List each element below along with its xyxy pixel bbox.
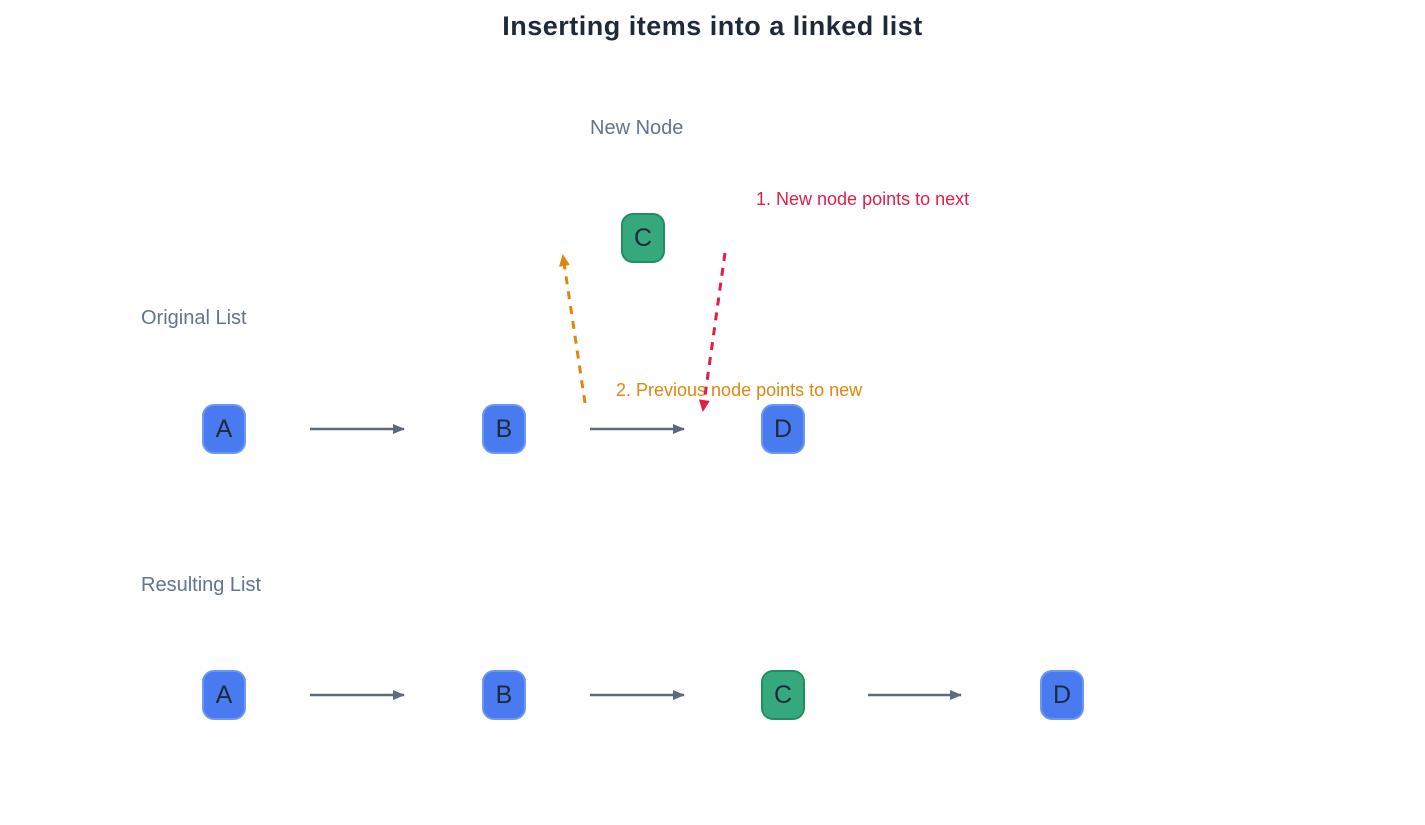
original-node-b: B [482, 404, 526, 454]
annotation-step2: 2. Previous node points to new [616, 380, 863, 400]
original-node-d: D [761, 404, 805, 454]
original-list-label: Original List [141, 307, 247, 329]
dashed-arrow-new-to-next [698, 252, 727, 412]
new-node-c: C [621, 213, 665, 263]
original-node-a: A [202, 404, 246, 454]
resulting-list-label: Resulting List [141, 574, 262, 596]
resulting-node-d: D [1040, 670, 1084, 720]
page-title: Inserting items into a linked list [502, 11, 923, 41]
resulting-node-a: A [202, 670, 246, 720]
resulting-node-c: C [761, 670, 805, 720]
resulting-node-b: B [482, 670, 526, 720]
new-node-label: New Node [590, 117, 684, 139]
dashed-arrow-prev-to-new [559, 254, 587, 404]
annotation-step1: 1. New node points to next [756, 189, 970, 209]
